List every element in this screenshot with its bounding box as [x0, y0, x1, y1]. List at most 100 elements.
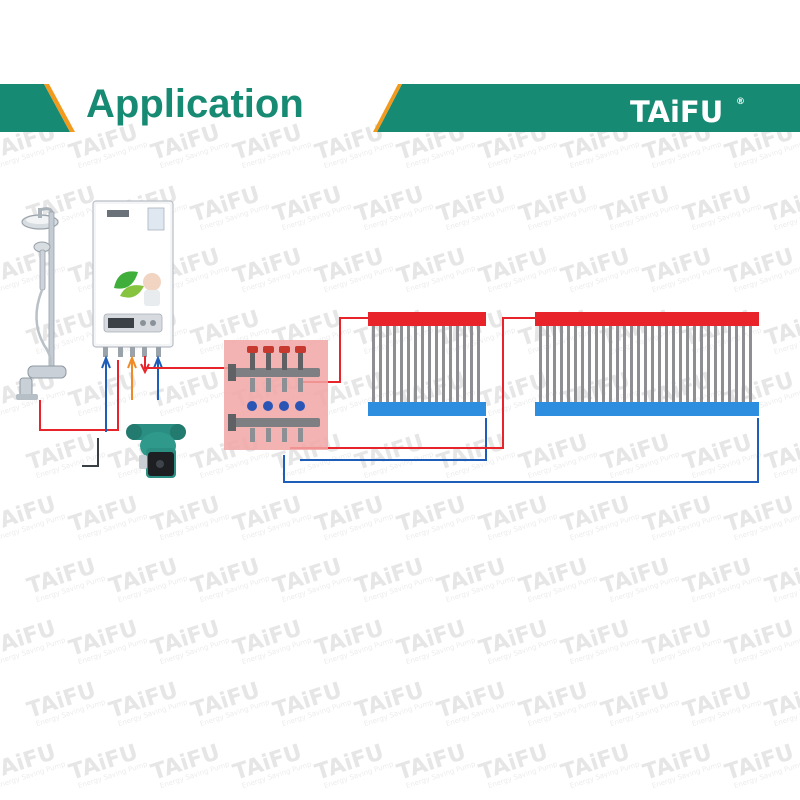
radiator-tube	[442, 326, 445, 402]
radiator-tube	[379, 326, 382, 402]
radiator-tube	[449, 326, 452, 402]
radiator-tube	[630, 326, 633, 402]
radiator-tube	[693, 326, 696, 402]
radiator-tube	[553, 326, 556, 402]
radiator-tube	[609, 326, 612, 402]
radiator-tube	[546, 326, 549, 402]
radiator-tube	[595, 326, 598, 402]
radiator-tube	[574, 326, 577, 402]
radiator-tube	[637, 326, 640, 402]
radiator-tube	[721, 326, 724, 402]
pipe-network	[39, 317, 759, 483]
radiator-tube	[714, 326, 717, 402]
radiator-tube	[539, 326, 542, 402]
radiator-tube	[456, 326, 459, 402]
radiator-tube	[470, 326, 473, 402]
brand-logo: TAiFU ®	[630, 95, 745, 129]
radiator-tube	[623, 326, 626, 402]
radiator-tube	[463, 326, 466, 402]
radiator-tube	[700, 326, 703, 402]
radiator-tube	[686, 326, 689, 402]
radiator-tube	[749, 326, 752, 402]
radiator-tube	[665, 326, 668, 402]
radiator-tube	[386, 326, 389, 402]
radiator-tube	[372, 326, 375, 402]
radiator-tube	[428, 326, 431, 402]
manifold-icon	[224, 340, 328, 450]
pipe-return-panel-1	[300, 418, 487, 461]
pump-icon	[126, 424, 186, 478]
radiator-tube	[602, 326, 605, 402]
radiator-tube	[616, 326, 619, 402]
radiator-tube	[407, 326, 410, 402]
radiator-tube	[728, 326, 731, 402]
pipe-hot-shower	[39, 360, 119, 431]
radiator-tube	[679, 326, 682, 402]
panel-2-tubes	[539, 326, 752, 402]
floor-heating-panel-1	[368, 312, 486, 416]
page-title: Application	[86, 82, 304, 126]
pipe-heating-supply	[144, 356, 230, 369]
radiator-tube	[477, 326, 480, 402]
panel-1-tubes	[372, 326, 480, 402]
radiator-tube	[651, 326, 654, 402]
pipe-return-panel-2	[283, 418, 759, 483]
brand-logo-mark: ®	[736, 97, 745, 107]
floor-heating-panel-2	[535, 312, 759, 416]
header-band	[0, 84, 800, 132]
radiator-tube	[560, 326, 563, 402]
radiator-tube	[644, 326, 647, 402]
